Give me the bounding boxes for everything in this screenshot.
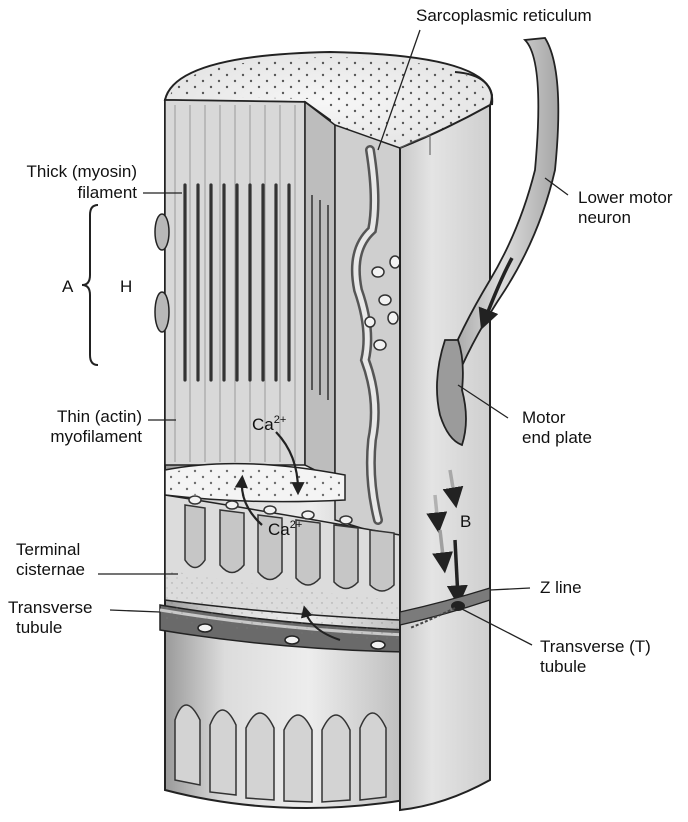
sr-fenestrations	[364, 255, 401, 351]
thick-myosin-filaments	[183, 183, 291, 382]
sr-tubule-highlight	[353, 147, 381, 523]
ca-bottom-base: Ca	[268, 520, 290, 539]
ca-uptake-arrow	[234, 474, 263, 526]
label-motor-end-plate-1: Motor	[522, 408, 566, 427]
ca-release-arrow	[275, 431, 305, 496]
label-z-line: Z line	[540, 578, 582, 597]
label-terminal-cisternae-1: Terminal	[16, 540, 81, 559]
label-thin-filament-1: Thin (actin)	[56, 407, 142, 426]
lower-arches	[174, 704, 387, 803]
b-signal-arrows	[426, 469, 468, 607]
label-a-band: A	[62, 277, 74, 296]
motor-end-plate	[436, 339, 467, 447]
cisternae-openings	[188, 495, 353, 525]
label-lower-motor-neuron-1: Lower motor	[578, 188, 673, 207]
label-t-tubule-1: Transverse (T)	[540, 637, 651, 656]
label-ca-bottom: Ca2+	[268, 520, 302, 540]
top-dots	[170, 57, 487, 145]
leader-lines	[98, 29, 569, 646]
label-motor-end-plate-2: end plate	[522, 428, 592, 447]
ca-top-sup: 2+	[273, 414, 287, 426]
terminal-cisternae-arches	[184, 504, 395, 592]
label-lower-motor-neuron-2: neuron	[578, 208, 631, 227]
a-band-brace	[81, 204, 99, 366]
fiber-surface-bulges	[154, 213, 170, 333]
label-terminal-cisternae-2: cisternae	[16, 560, 85, 579]
label-t-tubule-2: tubule	[540, 657, 587, 676]
z-line-band	[399, 587, 491, 626]
label-thick-filament-1: Thick (myosin)	[26, 162, 137, 181]
t-tubule-openings	[197, 623, 386, 650]
label-h-zone: H	[120, 277, 133, 296]
sarcolemma-sheet	[399, 103, 491, 812]
label-transverse-tubule-1: Transverse	[8, 598, 93, 617]
label-sarcoplasmic-reticulum: Sarcoplasmic reticulum	[416, 6, 592, 25]
label-transverse-tubule-2: tubule	[16, 618, 63, 637]
label-b: B	[460, 512, 472, 531]
label-ca-top: Ca2+	[252, 415, 286, 435]
stippled-region	[165, 570, 400, 640]
ca-bottom-sup: 2+	[289, 519, 303, 531]
side-filaments	[311, 195, 329, 400]
curved-flow-arrow	[300, 605, 341, 641]
label-thin-filament-2: myofilament	[50, 427, 142, 446]
thin-filament-lines	[174, 105, 296, 462]
label-thick-filament-2: filament	[77, 183, 137, 202]
neuron-signal-arrow	[478, 257, 514, 330]
ca-top-base: Ca	[252, 415, 274, 434]
